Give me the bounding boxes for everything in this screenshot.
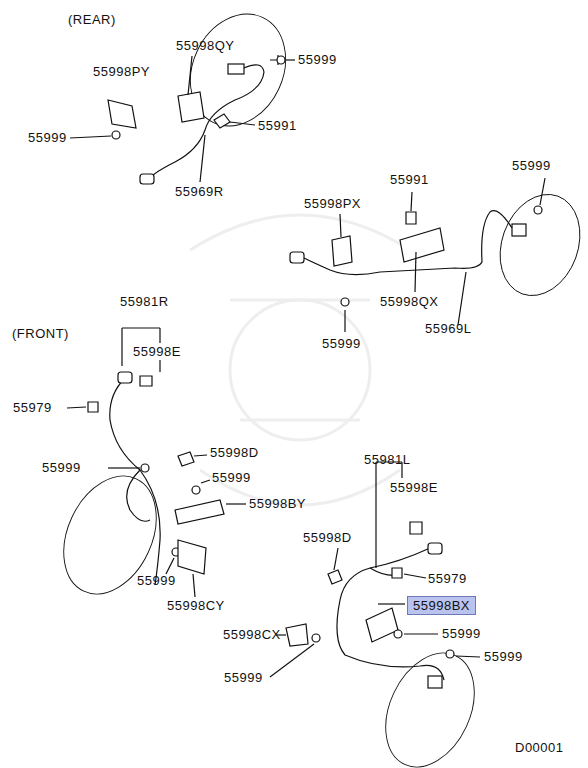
callout-number: 55999 — [42, 460, 81, 475]
callout-number: 55998QY — [176, 38, 234, 53]
callout-number: 55999 — [224, 670, 263, 685]
callout-number: 55969L — [425, 321, 471, 336]
callout-number: 55979 — [428, 571, 467, 586]
callout-number: 55999 — [484, 649, 523, 664]
callout-number: 55998E — [133, 344, 181, 359]
callout-number: 55998D — [210, 445, 259, 460]
callout-number: 55999 — [512, 158, 551, 173]
callout-number: 55999 — [212, 470, 251, 485]
callout-number: 55998CX — [223, 627, 281, 642]
callout-number: 55969R — [175, 184, 224, 199]
callout-number: 55998BY — [249, 496, 306, 511]
part-number: 55998BX — [413, 598, 470, 613]
callout-number: 55998E — [390, 480, 438, 495]
callout-number: 55999 — [442, 626, 481, 641]
callout-number: 55999 — [28, 130, 67, 145]
callout-number: 55999 — [137, 573, 176, 588]
callout-number: 55998D — [303, 530, 352, 545]
callout-number: D00001 — [515, 740, 564, 755]
callout-number: 55998QX — [380, 294, 438, 309]
callout-number: 55998CY — [167, 598, 225, 613]
highlight-box: 55998BX — [407, 596, 476, 615]
callout-number: 55991 — [258, 118, 297, 133]
callout-number: 55998PY — [93, 64, 150, 79]
callout-number: 55998PX — [304, 196, 361, 211]
callout-number: 55999 — [322, 336, 361, 351]
callout-number: (FRONT) — [12, 326, 69, 341]
callout-number: (REAR) — [68, 12, 116, 27]
callout-number: 55999 — [298, 52, 337, 67]
callout-number: 55981R — [120, 294, 169, 309]
callout-number: 55979 — [13, 400, 52, 415]
callout-number: 55981L — [364, 452, 410, 467]
callout-number: 55991 — [390, 172, 429, 187]
